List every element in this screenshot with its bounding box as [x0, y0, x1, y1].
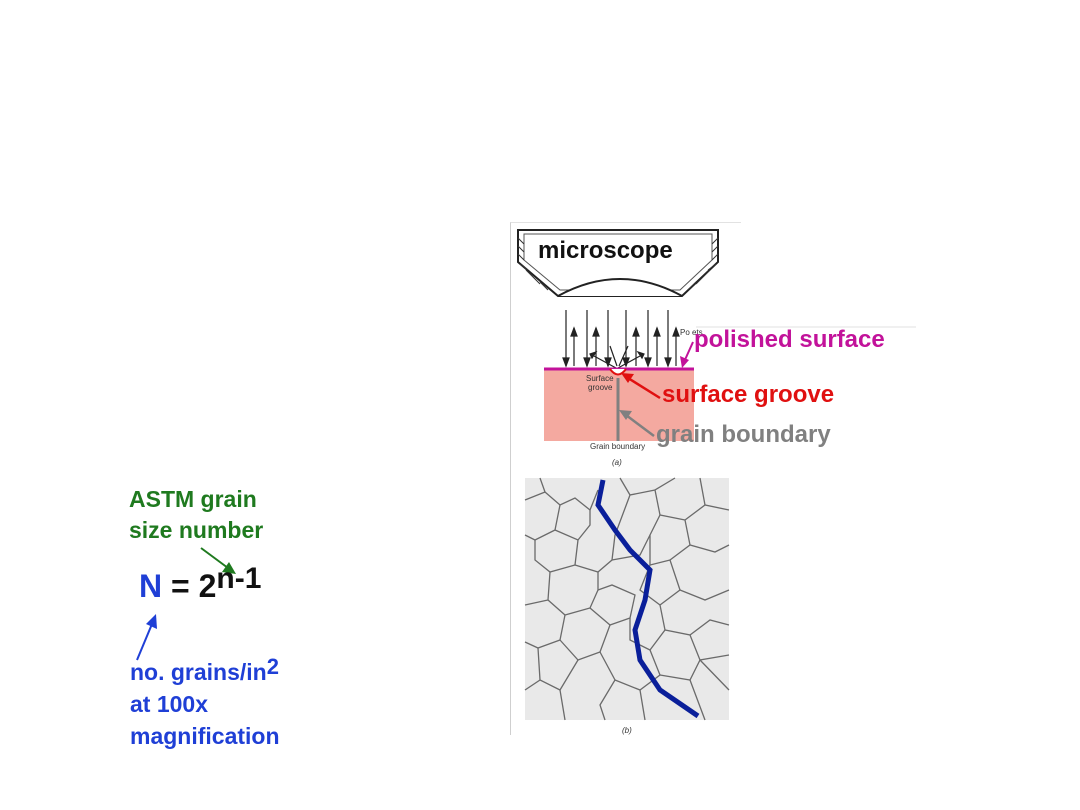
fig-groove-text: groove — [588, 383, 613, 392]
grains-label-line2: at 100x — [130, 691, 209, 717]
fig-panel-a: (a) — [612, 458, 622, 467]
grain-boundary-label: grain boundary — [656, 421, 831, 448]
surface-groove-arrow — [621, 373, 661, 400]
fig-panel-b: (b) — [622, 726, 632, 735]
grains-label-line3: magnification — [130, 723, 280, 749]
boundary-trace — [595, 479, 700, 719]
microscope-icon — [517, 229, 719, 297]
light-rays — [562, 310, 680, 369]
grain-boundary-arrow — [619, 410, 655, 437]
grain-size-formula: N = 2n-1 — [139, 562, 261, 605]
astm-label-line2: size number — [129, 517, 264, 543]
microscope-label: microscope — [538, 237, 673, 264]
fig-polished-edge: Po ets — [680, 328, 703, 337]
micrograph-image: (b) — [524, 477, 730, 735]
formula-eq: = 2 — [162, 568, 217, 604]
polished-surface-label: polished surface — [694, 326, 885, 353]
astm-arrow — [200, 547, 236, 574]
fig-surface-text: Surface — [586, 374, 614, 383]
astm-label: ASTM grain size number — [129, 484, 263, 546]
polished-surface-arrow — [680, 341, 694, 368]
grains-label: no. grains/in2 at 100x magnification — [130, 654, 280, 752]
grains-label-line1: no. grains/in — [130, 659, 267, 685]
grains-arrow — [136, 614, 157, 661]
surface-groove-label: surface groove — [662, 381, 835, 408]
fig-grain-boundary-text: Grain boundary — [590, 442, 645, 451]
figure-panel — [510, 222, 741, 735]
grains-label-sup: 2 — [266, 654, 279, 679]
formula-n: N — [139, 568, 163, 604]
formula-exponent: n-1 — [216, 562, 262, 595]
astm-label-line1: ASTM grain — [129, 486, 257, 512]
